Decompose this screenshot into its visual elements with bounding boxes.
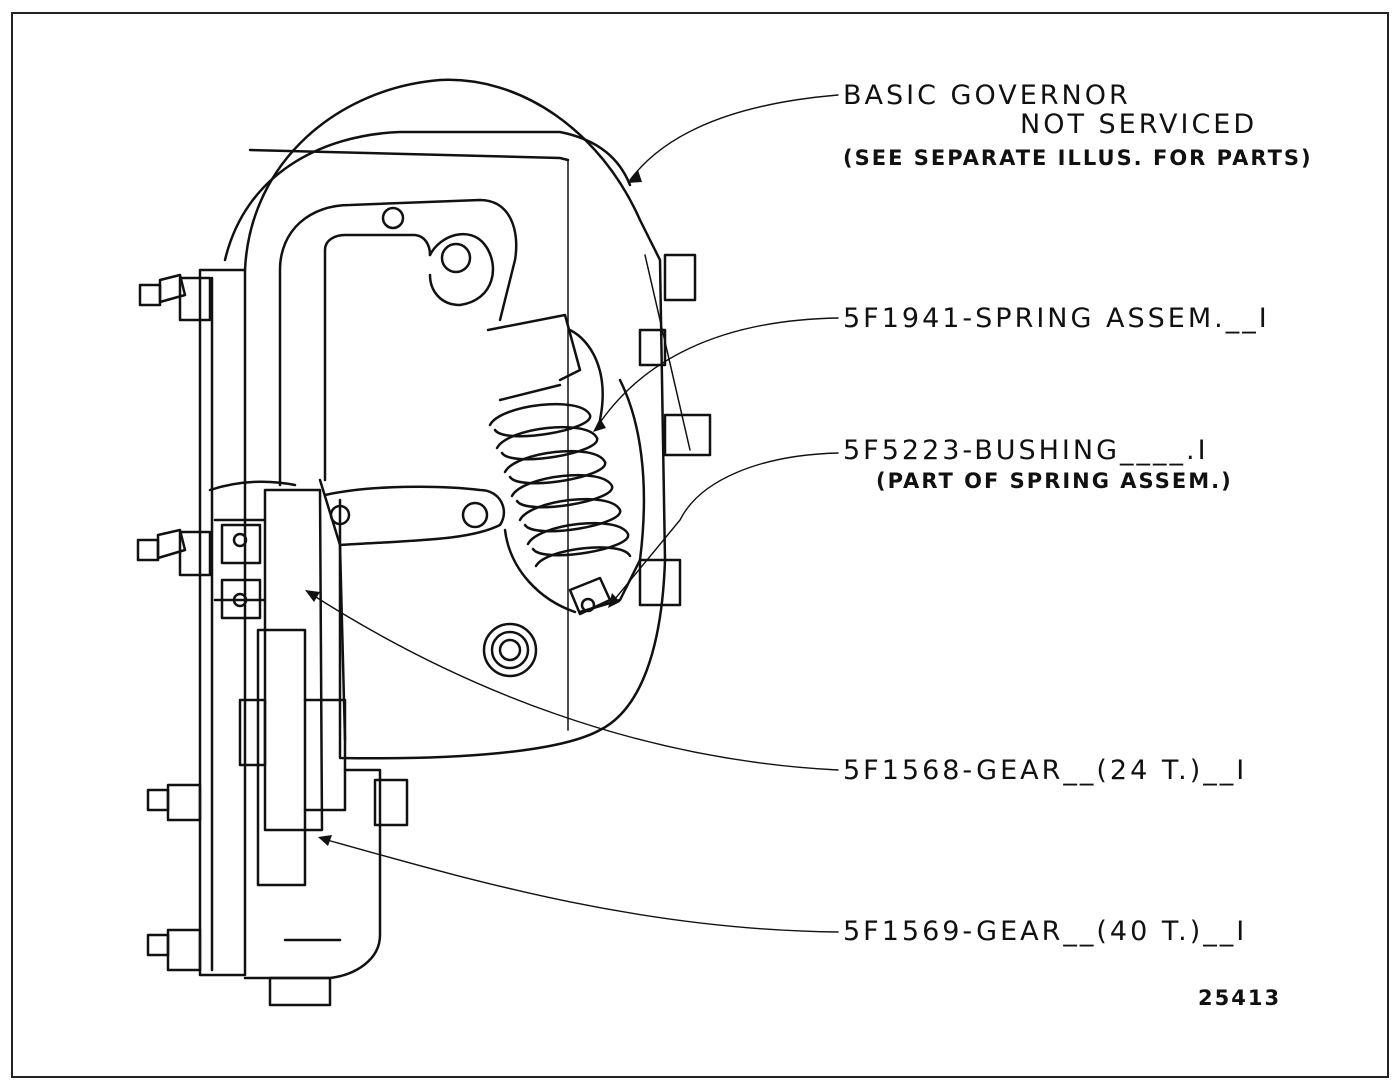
mounting-bolts: [136, 253, 712, 972]
gear-40t: [238, 622, 538, 1007]
governor-housing: [223, 78, 667, 942]
leader-lines: [307, 94, 839, 933]
bushing-label-line2: (PART OF SPRING ASSEM.): [876, 469, 1233, 493]
governor-label-line1: BASIC GOVERNOR: [843, 80, 1131, 111]
spring-coils: [488, 402, 632, 568]
inner-bracket: [278, 198, 518, 742]
gear-24t-label: 5F1568-GEAR__(24 T.)__I: [843, 755, 1248, 786]
spring-assembly: [486, 313, 646, 616]
figure-number: 25413: [1198, 986, 1282, 1010]
governor-label-line2: NOT SERVICED: [1020, 109, 1258, 140]
governor-label-line3: (SEE SEPARATE ILLUS. FOR PARTS): [843, 146, 1313, 170]
figure-border: [11, 12, 1389, 1078]
gear-40t-label: 5F1569-GEAR__(40 T.)__I: [843, 916, 1248, 947]
spring-assembly-label: 5F1941-SPRING ASSEM.__I: [843, 303, 1270, 334]
bushing-label-line1: 5F5223-BUSHING____.I: [843, 435, 1209, 466]
arrowheads: [305, 170, 642, 846]
mounting-plate: [198, 268, 247, 977]
